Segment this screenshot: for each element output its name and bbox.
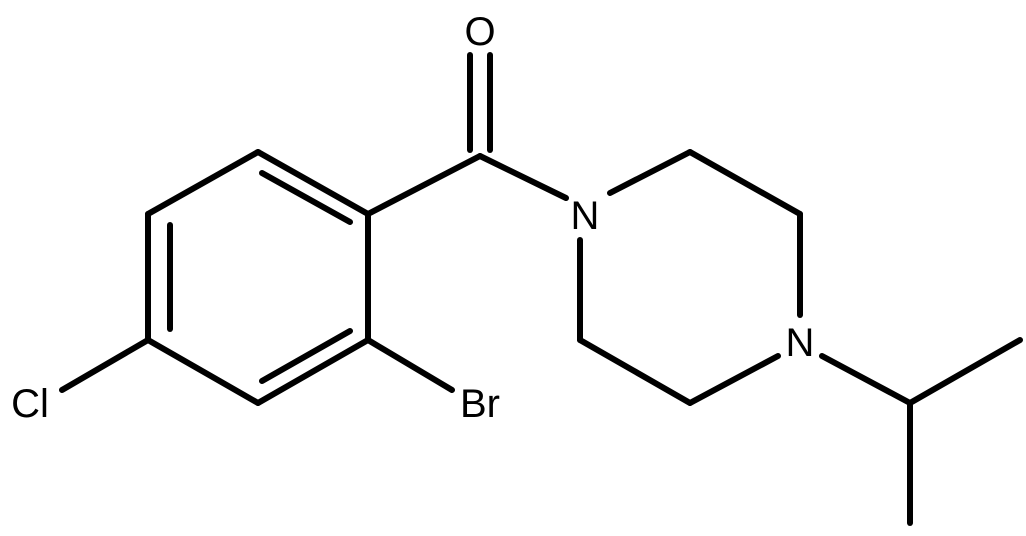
- bond-carbonyl-ring: [365, 153, 483, 217]
- bond-n-isopropyl: [819, 353, 913, 406]
- atom-oxygen-label: O: [464, 10, 495, 54]
- atom-chlorine-label: Cl: [11, 382, 49, 426]
- bond-ring-4: [145, 337, 261, 406]
- bond-isopropyl-methyl-1: [907, 337, 1023, 406]
- bond-ring-1-inner: [259, 170, 353, 225]
- atom-nitrogen-amide-label: N: [571, 194, 600, 238]
- bond-c-cl: [59, 337, 151, 393]
- bond-pip-1: [607, 149, 693, 196]
- bond-carbonyl-n: [477, 153, 569, 201]
- bond-ring-1: [255, 149, 371, 217]
- atom-nitrogen-amine-label: N: [786, 321, 815, 365]
- bond-pip-5: [577, 337, 693, 406]
- bond-pip-2: [687, 149, 803, 217]
- bond-c-br: [365, 337, 455, 393]
- bond-ring-2: [145, 149, 261, 217]
- bond-ring-5: [255, 337, 371, 406]
- atom-bromine-label: Br: [460, 382, 500, 426]
- bond-ring-5-inner: [259, 328, 353, 384]
- bond-pip-4: [687, 353, 781, 406]
